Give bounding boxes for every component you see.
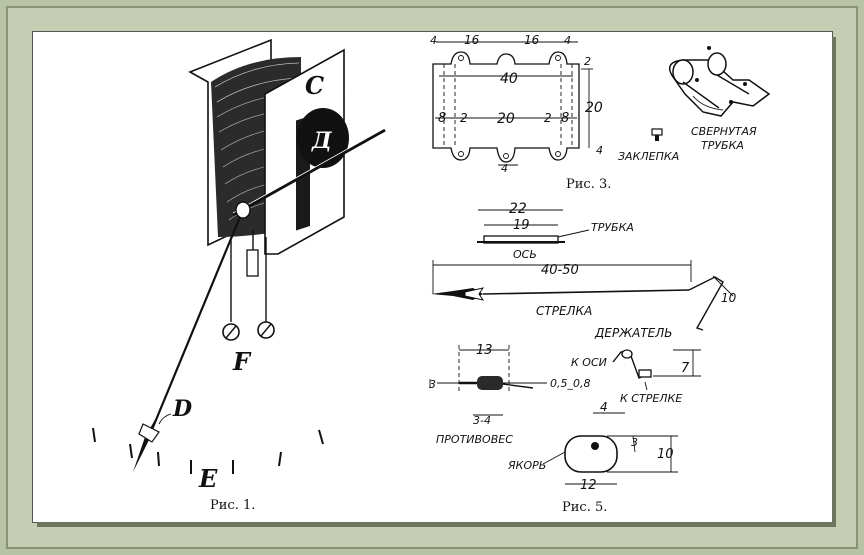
- dim-7: 7: [681, 361, 690, 376]
- label-e: E: [198, 464, 218, 493]
- dim-40-50: 40-50: [541, 263, 579, 278]
- needle-bent-end: [688, 276, 724, 331]
- dim-2-right: 2: [544, 111, 552, 125]
- counterweight-part: [477, 376, 503, 390]
- label-to-axis: К ОСИ: [571, 356, 607, 369]
- label-tube: ТРУБКА: [701, 139, 744, 152]
- label-counterweight: ПРОТИВОВЕС: [436, 433, 513, 446]
- pointer-shaft: [149, 216, 242, 433]
- dim-40: 40: [500, 71, 518, 87]
- dim-4-bottom: 4: [596, 144, 603, 157]
- dim-16-b: 16: [524, 33, 540, 47]
- figure-3: 4 16 16 4 40 2 20 8 2 20 2 8 4 4 Рис. 3.: [430, 33, 771, 192]
- label-needle: СТРЕЛКА: [536, 304, 592, 318]
- dim-05-08: 0,5_0,8: [550, 377, 591, 390]
- caption-fig5: Рис. 5.: [562, 500, 607, 515]
- dim-8-right: 8: [561, 111, 569, 126]
- dim-20: 20: [497, 111, 515, 127]
- needle-shaft: [482, 289, 690, 295]
- rolled-tube: [668, 46, 771, 117]
- counterweight: [246, 249, 259, 277]
- label-axis: ОСЬ: [513, 248, 537, 261]
- anchor-plate: [564, 435, 618, 473]
- dim-22: 22: [509, 201, 527, 217]
- label-tube-part: ТРУБКА: [591, 221, 634, 234]
- dim-3-counterweight: 3: [429, 378, 436, 391]
- technical-drawing: C Д F D E Р: [92, 33, 771, 515]
- label-d-disk: Д: [311, 128, 332, 154]
- dim-3-4: 3-4: [473, 414, 491, 427]
- label-rolled: СВЕРНУТАЯ: [691, 125, 757, 138]
- label-holder: ДЕРЖАТЕЛЬ: [594, 326, 673, 340]
- axle: [232, 128, 386, 217]
- label-rivet: ЗАКЛЕПКА: [618, 150, 679, 163]
- dim-4-left: 4: [430, 34, 437, 47]
- label-c: C: [305, 71, 324, 100]
- label-f: F: [232, 347, 252, 376]
- caption-fig1: Рис. 1.: [210, 498, 255, 513]
- dim-3-anchor: 3: [631, 436, 638, 449]
- axle-bearing: [235, 201, 251, 219]
- label-anchor: ЯКОРЬ: [507, 459, 546, 472]
- armature-disk: [297, 108, 349, 168]
- dim-4-tab: 4: [501, 162, 508, 175]
- label-d-needle: D: [172, 396, 192, 422]
- dim-10-needle: 10: [721, 291, 737, 305]
- dim-19: 19: [513, 218, 530, 233]
- dim-20-vertical: 20: [585, 100, 603, 116]
- dim-4-right: 4: [564, 34, 571, 47]
- anchor-hole: [591, 442, 599, 450]
- dim-10-anchor: 10: [657, 447, 674, 462]
- dim-12: 12: [580, 478, 597, 493]
- dim-2-top: 2: [584, 55, 591, 68]
- dim-16-a: 16: [464, 33, 480, 47]
- dim-4-anchor: 4: [600, 400, 608, 414]
- caption-fig3: Рис. 3.: [566, 177, 611, 192]
- drawing-sheet: C Д F D E Р: [33, 32, 832, 522]
- blank-outline: [432, 51, 580, 163]
- dim-2-left: 2: [460, 111, 468, 125]
- dim-13: 13: [476, 343, 493, 358]
- dim-8-left: 8: [438, 111, 446, 126]
- dial-scale-ticks: [92, 427, 324, 474]
- figure-5: 22 19 ТРУБКА ОСЬ 40-50 10 СТРЕЛКА ДЕРЖАТ…: [429, 201, 737, 515]
- rivet-icon: [651, 128, 663, 136]
- label-to-needle: К СТРЕЛКЕ: [620, 392, 682, 405]
- figure-1: C Д F D E Р: [92, 38, 386, 513]
